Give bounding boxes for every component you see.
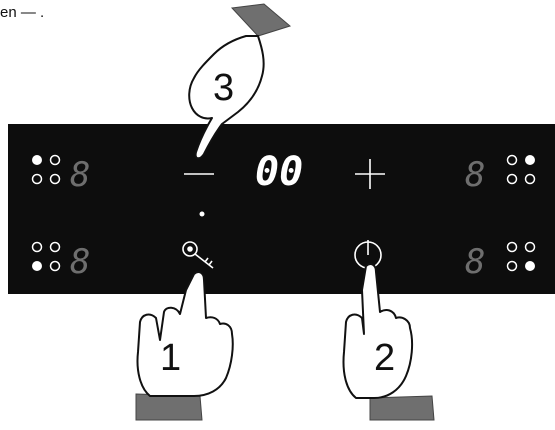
zone-digit-bottom-left: 8 <box>70 242 90 282</box>
pointing-hand-3 <box>189 4 290 158</box>
step-number-1: 1 <box>160 337 181 379</box>
zone-indicator-bottom-left <box>32 243 60 272</box>
timer-dot-indicator <box>200 212 205 217</box>
pointing-hand-1 <box>136 272 233 420</box>
key-icon[interactable] <box>183 242 213 268</box>
zone-digit-top-left: 8 <box>70 155 90 195</box>
timer-display: 00 <box>255 149 303 195</box>
zone-indicator-top-right <box>508 155 536 184</box>
zone-digit-bottom-right: 8 <box>465 242 485 282</box>
zone-indicator-bottom-right <box>508 243 536 272</box>
plus-button[interactable] <box>355 159 385 189</box>
step-number-3: 3 <box>213 67 234 109</box>
zone-digit-top-right: 8 <box>465 155 485 195</box>
step-number-2: 2 <box>374 337 395 379</box>
zone-indicator-top-left <box>32 155 60 184</box>
